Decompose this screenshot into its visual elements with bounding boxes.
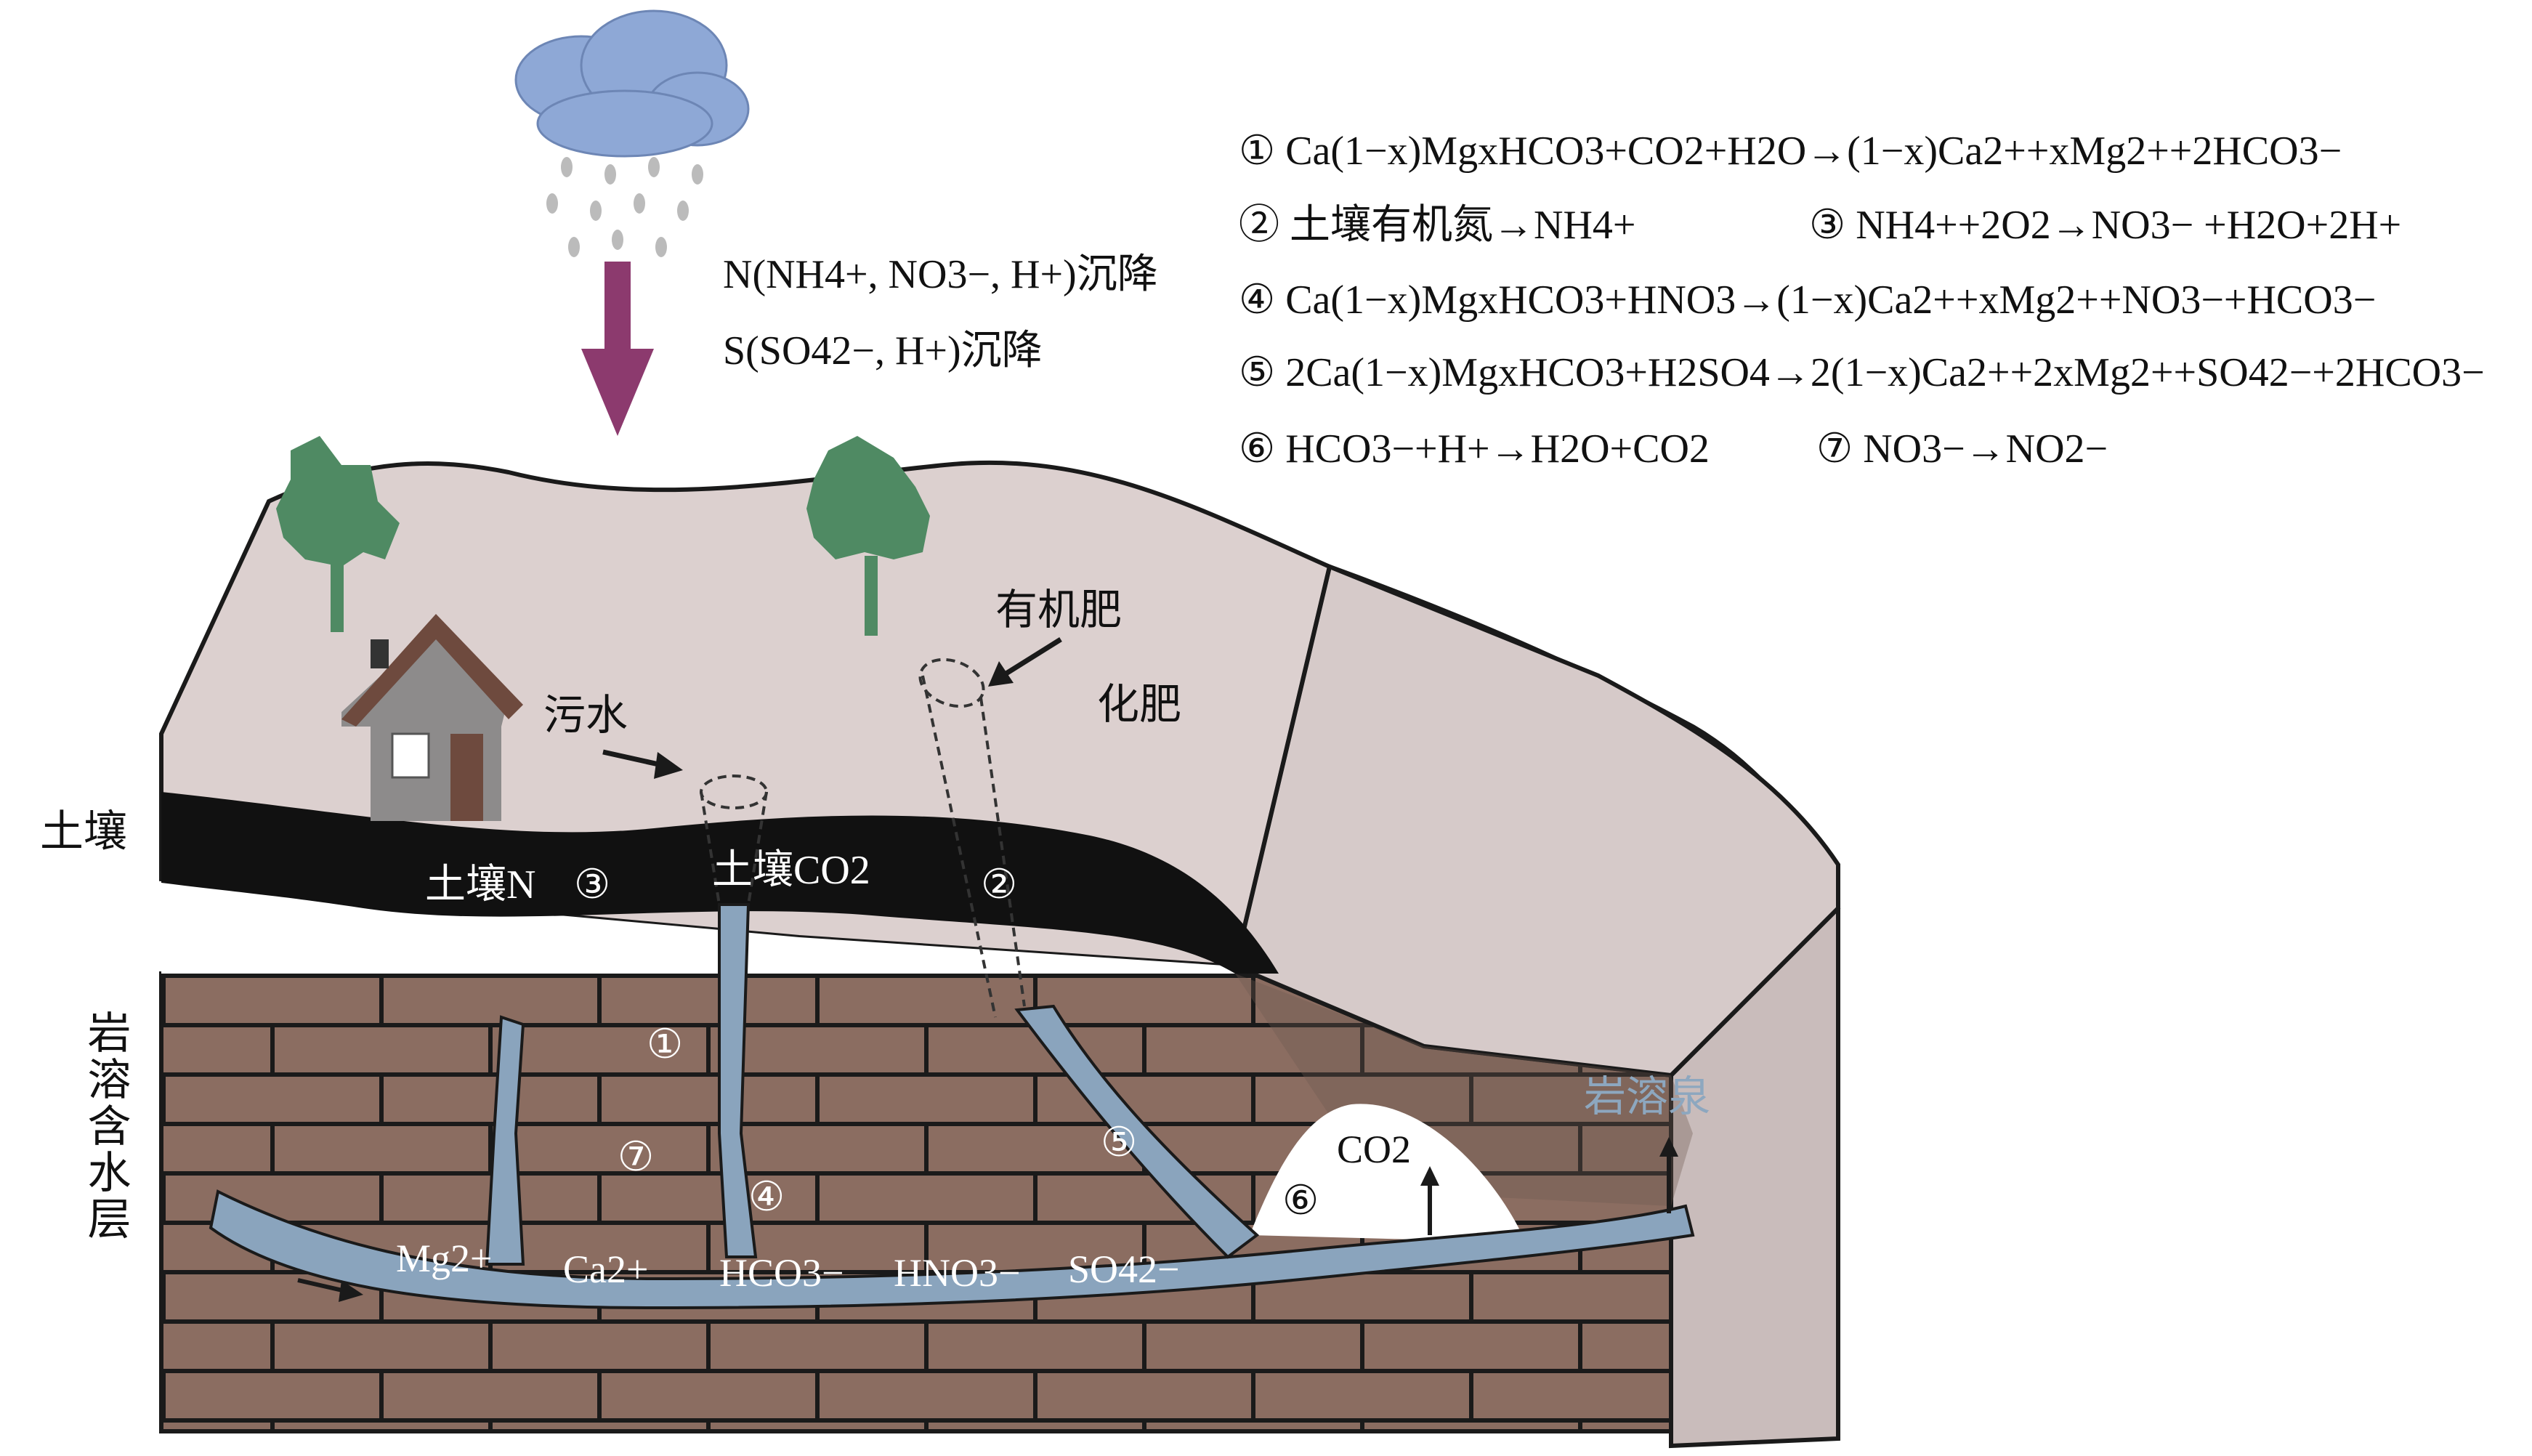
soil-n-label: 土壤N [425, 862, 536, 907]
equation-7-number: ⑦ [1816, 426, 1853, 472]
equation-6: ⑥ HCO3−+H+→H2O+CO2 [1239, 429, 1710, 469]
rain-drops [546, 157, 703, 257]
co2-up-arrow [1420, 1166, 1439, 1235]
equation-2: ② 土壤有机氮→NH4+ [1239, 205, 1635, 246]
organic-fertilizer-label: 有机肥 [995, 585, 1123, 634]
flow-arrow [297, 1278, 363, 1302]
cloud-icon [514, 9, 750, 158]
ion-hno3: HNO3− [894, 1251, 1021, 1295]
equation-3-text: NH4++2O2→NO3− +H2O+2H+ [1856, 203, 2402, 248]
spring-up-arrow [1659, 1137, 1678, 1213]
spring-zone [1235, 974, 1693, 1206]
ion-hco3: HCO3− [719, 1251, 844, 1295]
ion-so4: SO42− [1068, 1247, 1180, 1291]
equation-3: ③ NH4++2O2→NO3− +H2O+2H+ [1809, 205, 2401, 246]
deposition-arrow [581, 262, 654, 436]
marker-3: ③ [574, 862, 611, 907]
fertilizer-arrow [988, 637, 1062, 687]
equation-1: ① Ca(1−x)MgxHCO3+CO2+H2O→(1−x)Ca2++xMg2+… [1239, 131, 2342, 171]
ground-side [1232, 563, 1840, 1078]
equation-7: ⑦ NO3−→NO2− [1816, 429, 2108, 469]
tree-right [806, 436, 930, 636]
equation-6-text: HCO3−+H+→H2O+CO2 [1285, 426, 1710, 472]
s-deposition-label: S(SO42−, H+)沉降 [723, 328, 1043, 373]
white-band [161, 879, 1279, 974]
water-conduits [209, 903, 1695, 1310]
equation-6-number: ⑥ [1239, 426, 1276, 472]
n-deposition-label: N(NH4+, NO3−, H+)沉降 [723, 252, 1158, 297]
equation-5-text: 2Ca(1−x)MgxHCO3+H2SO4→2(1−x)Ca2++2xMg2++… [1285, 350, 2485, 395]
soil-co2-label: 土壤CO2 [712, 848, 870, 893]
marker-2: ② [981, 862, 1018, 907]
equation-4-text: Ca(1−x)MgxHCO3+HNO3→(1−x)Ca2++xMg2++NO3−… [1285, 278, 2377, 323]
infiltration-funnels [700, 658, 1026, 1018]
equation-2-text: 土壤有机氮→NH4+ [1290, 203, 1636, 248]
soil-layer-label: 土壤 [40, 806, 127, 857]
marker-6: ⑥ [1282, 1178, 1319, 1224]
sewage-label: 污水 [543, 690, 628, 740]
marker-7: ⑦ [618, 1135, 655, 1180]
soil-layer [161, 792, 1279, 974]
house-icon [341, 614, 523, 821]
equation-2-number: ② [1239, 203, 1279, 248]
equation-1-number: ① [1239, 129, 1276, 174]
ion-mg: Mg2+ [396, 1237, 493, 1280]
co2-label: CO2 [1337, 1128, 1412, 1171]
equation-1-text: Ca(1−x)MgxHCO3+CO2+H2O→(1−x)Ca2++xMg2++2… [1285, 129, 2342, 174]
marker-1: ① [647, 1022, 684, 1067]
equation-7-text: NO3−→NO2− [1863, 426, 2108, 472]
chem-fertilizer-label: 化肥 [1097, 679, 1182, 729]
equation-5: ⑤ 2Ca(1−x)MgxHCO3+H2SO4→2(1−x)Ca2++2xMg2… [1239, 352, 2485, 393]
aquifer-layer-label: 岩溶含水层 [80, 1010, 131, 1242]
tree-left [276, 436, 400, 632]
equation-5-number: ⑤ [1239, 350, 1276, 395]
equation-4: ④ Ca(1−x)MgxHCO3+HNO3→(1−x)Ca2++xMg2++NO… [1239, 280, 2376, 320]
marker-4: ④ [748, 1175, 785, 1220]
equation-4-number: ④ [1239, 278, 1276, 323]
marker-5: ⑤ [1101, 1120, 1138, 1165]
equation-3-number: ③ [1809, 203, 1846, 248]
ion-ca: Ca2+ [563, 1247, 649, 1291]
co2-mound [1250, 1104, 1526, 1242]
sewage-arrow [602, 749, 683, 779]
karst-spring-label: 岩溶泉 [1584, 1072, 1711, 1121]
